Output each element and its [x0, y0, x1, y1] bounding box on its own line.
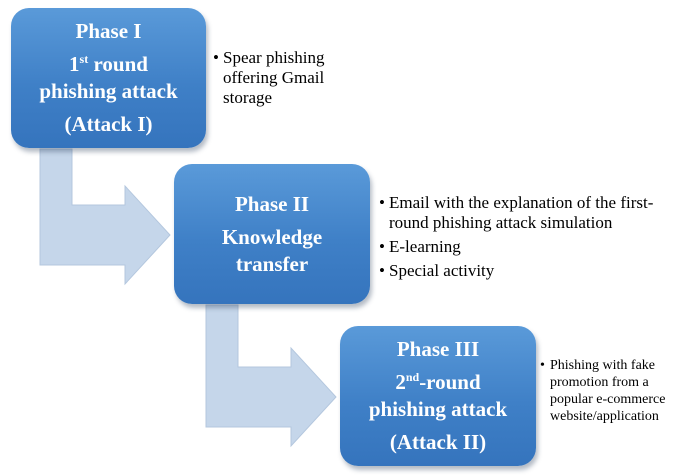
phase-1-bullet: Spear phishing offering Gmail storage [213, 48, 353, 108]
phase-1-attack-line: phishing attack [39, 79, 178, 103]
phase-3-bullet: Phishing with fake promotion from a popu… [540, 357, 688, 425]
phase-3-bullets: Phishing with fake promotion from a popu… [540, 357, 688, 425]
arrow-phase2-to-phase3 [205, 304, 337, 448]
phase-3-attack-label: (Attack II) [389, 430, 487, 454]
phase-1-box: Phase I 1st round phishing attack (Attac… [11, 8, 206, 148]
phase-3-box: Phase III 2nd-round phishing attack (Att… [340, 326, 536, 466]
phase-3-round-text: -round [419, 370, 481, 394]
phase-3-round-line: 2nd-round [395, 369, 480, 396]
phase-1-bullets: Spear phishing offering Gmail storage [213, 48, 353, 108]
phase-1-round-text: round [93, 52, 148, 76]
phase-1-round-line: 1st round [69, 51, 148, 78]
arrow-phase1-to-phase2 [39, 148, 171, 286]
phase-2-bullet-elearning: E-learning [379, 237, 684, 257]
phase-2-title: Phase II [234, 191, 310, 216]
phase-1-ordinal-suffix: st [79, 52, 89, 66]
phase-3-title: Phase III [396, 337, 480, 361]
phase-2-box: Phase II Knowledge transfer [174, 164, 370, 304]
phase-3-ordinal-number: 2 [395, 370, 406, 394]
phase-3-attack-line: phishing attack [368, 397, 508, 421]
phase-2-bullet-email: Email with the explanation of the first-… [379, 193, 684, 233]
phase-3-ordinal-suffix: nd [405, 370, 420, 384]
phase-1-attack-label: (Attack I) [64, 112, 153, 136]
phase-2-line-knowledge: Knowledge [221, 224, 323, 249]
phase-2-line-transfer: transfer [235, 251, 309, 276]
phase-1-ordinal-number: 1 [69, 52, 80, 76]
phase-2-bullets: Email with the explanation of the first-… [379, 193, 684, 285]
phase-1-title: Phase I [75, 19, 142, 43]
phase-2-bullet-special-activity: Special activity [379, 261, 684, 281]
